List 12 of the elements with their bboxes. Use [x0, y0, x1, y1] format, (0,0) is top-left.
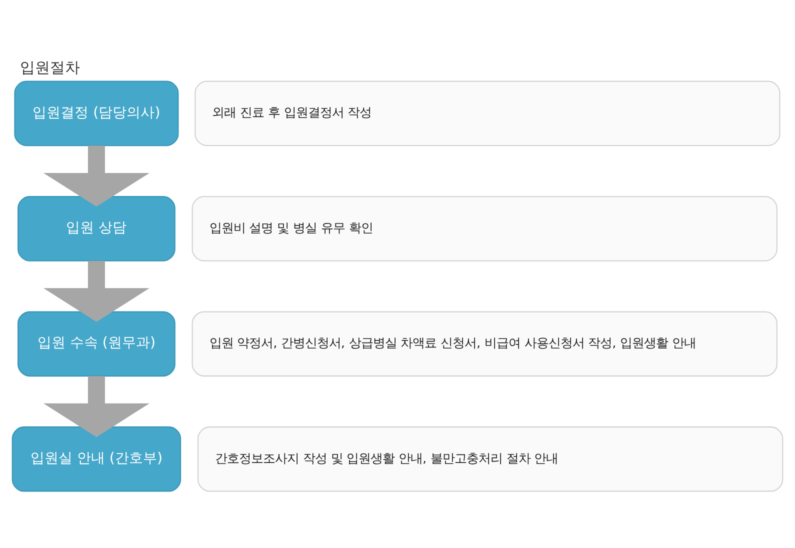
arrow — [43, 376, 150, 438]
diagram-title: 입원절차 — [20, 58, 80, 77]
node-box: 입원실 안내 (간호부) — [12, 426, 182, 492]
node-box: 입원결정 (담당의사) — [14, 80, 179, 146]
node-box: 입원 약정서, 간병신청서, 상급병실 차액료 신청서, 비급여 사용신청서 작성, 입원생활 안내 — [192, 311, 778, 377]
node-box: 입원비 설명 및 병실 유무 확인 — [192, 196, 778, 262]
node-box: 입원 수속 (원무과) — [18, 311, 176, 377]
node-box: 입원 상담 — [18, 196, 176, 262]
node-box: 외래 진료 후 입원결정서 작성 — [194, 80, 780, 146]
arrow — [43, 260, 150, 322]
arrow — [43, 146, 150, 207]
node-box: 간호정보조사지 작성 및 입원생활 안내, 불만고충처리 절차 안내 — [197, 426, 784, 492]
